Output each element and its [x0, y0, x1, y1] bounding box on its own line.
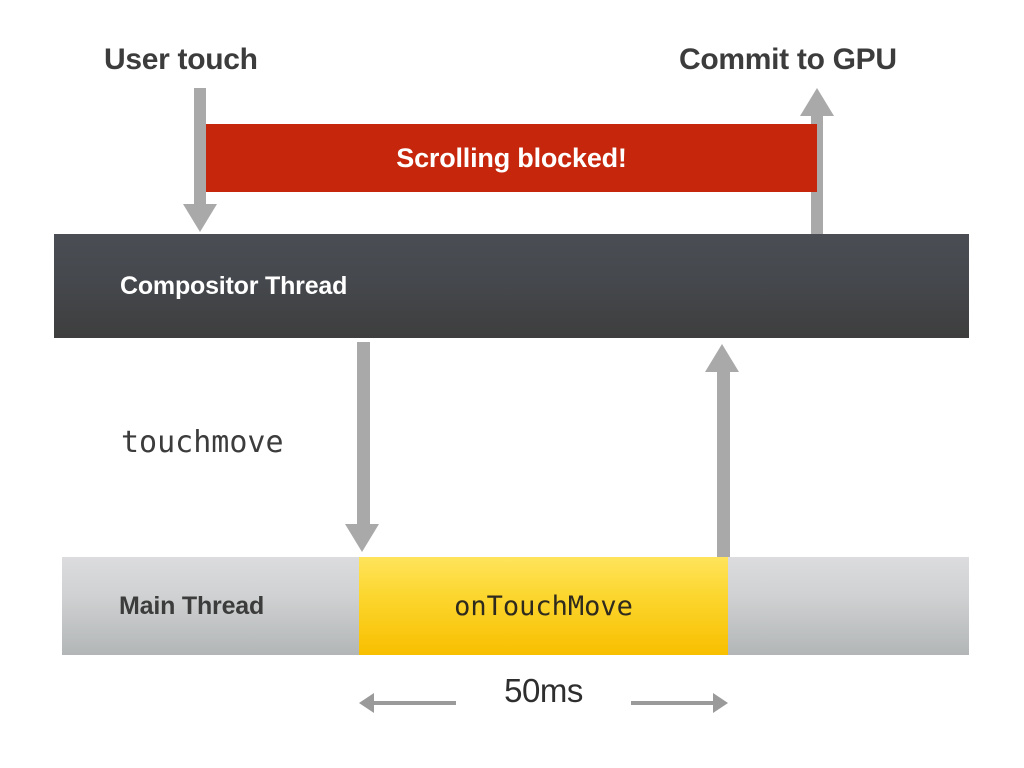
arrow-user-touch-shaft — [194, 88, 206, 206]
arrow-right-icon-measure — [713, 693, 728, 713]
arrow-down-icon-touchmove — [345, 524, 379, 552]
compositor-thread-label: Compositor Thread — [120, 271, 348, 300]
compositor-thread-bar: Compositor Thread — [54, 234, 969, 338]
scrolling-blocked-banner: Scrolling blocked! — [206, 124, 817, 192]
scrolling-blocked-label: Scrolling blocked! — [396, 142, 627, 173]
ontouchmove-label: onTouchMove — [454, 590, 633, 622]
arrow-down-icon-user-touch — [183, 204, 217, 232]
duration-label: 50ms — [504, 672, 583, 709]
main-thread-label: Main Thread — [119, 591, 265, 620]
arrow-up-icon-return — [705, 344, 739, 372]
measure-line-left — [371, 701, 456, 705]
touchmove-event-caption: touchmove — [121, 425, 284, 460]
arrow-up-icon-commit-to-gpu — [800, 88, 834, 116]
label-user-touch: User touch — [104, 43, 258, 76]
measure-line-right — [631, 701, 716, 705]
arrow-left-icon-measure — [359, 693, 374, 713]
label-commit-to-gpu: Commit to GPU — [679, 43, 897, 76]
duration-measure: 50ms — [359, 672, 728, 734]
ontouchmove-task-block: onTouchMove — [359, 557, 728, 655]
arrow-touchmove-shaft — [357, 342, 370, 528]
arrow-return-shaft — [717, 372, 730, 558]
